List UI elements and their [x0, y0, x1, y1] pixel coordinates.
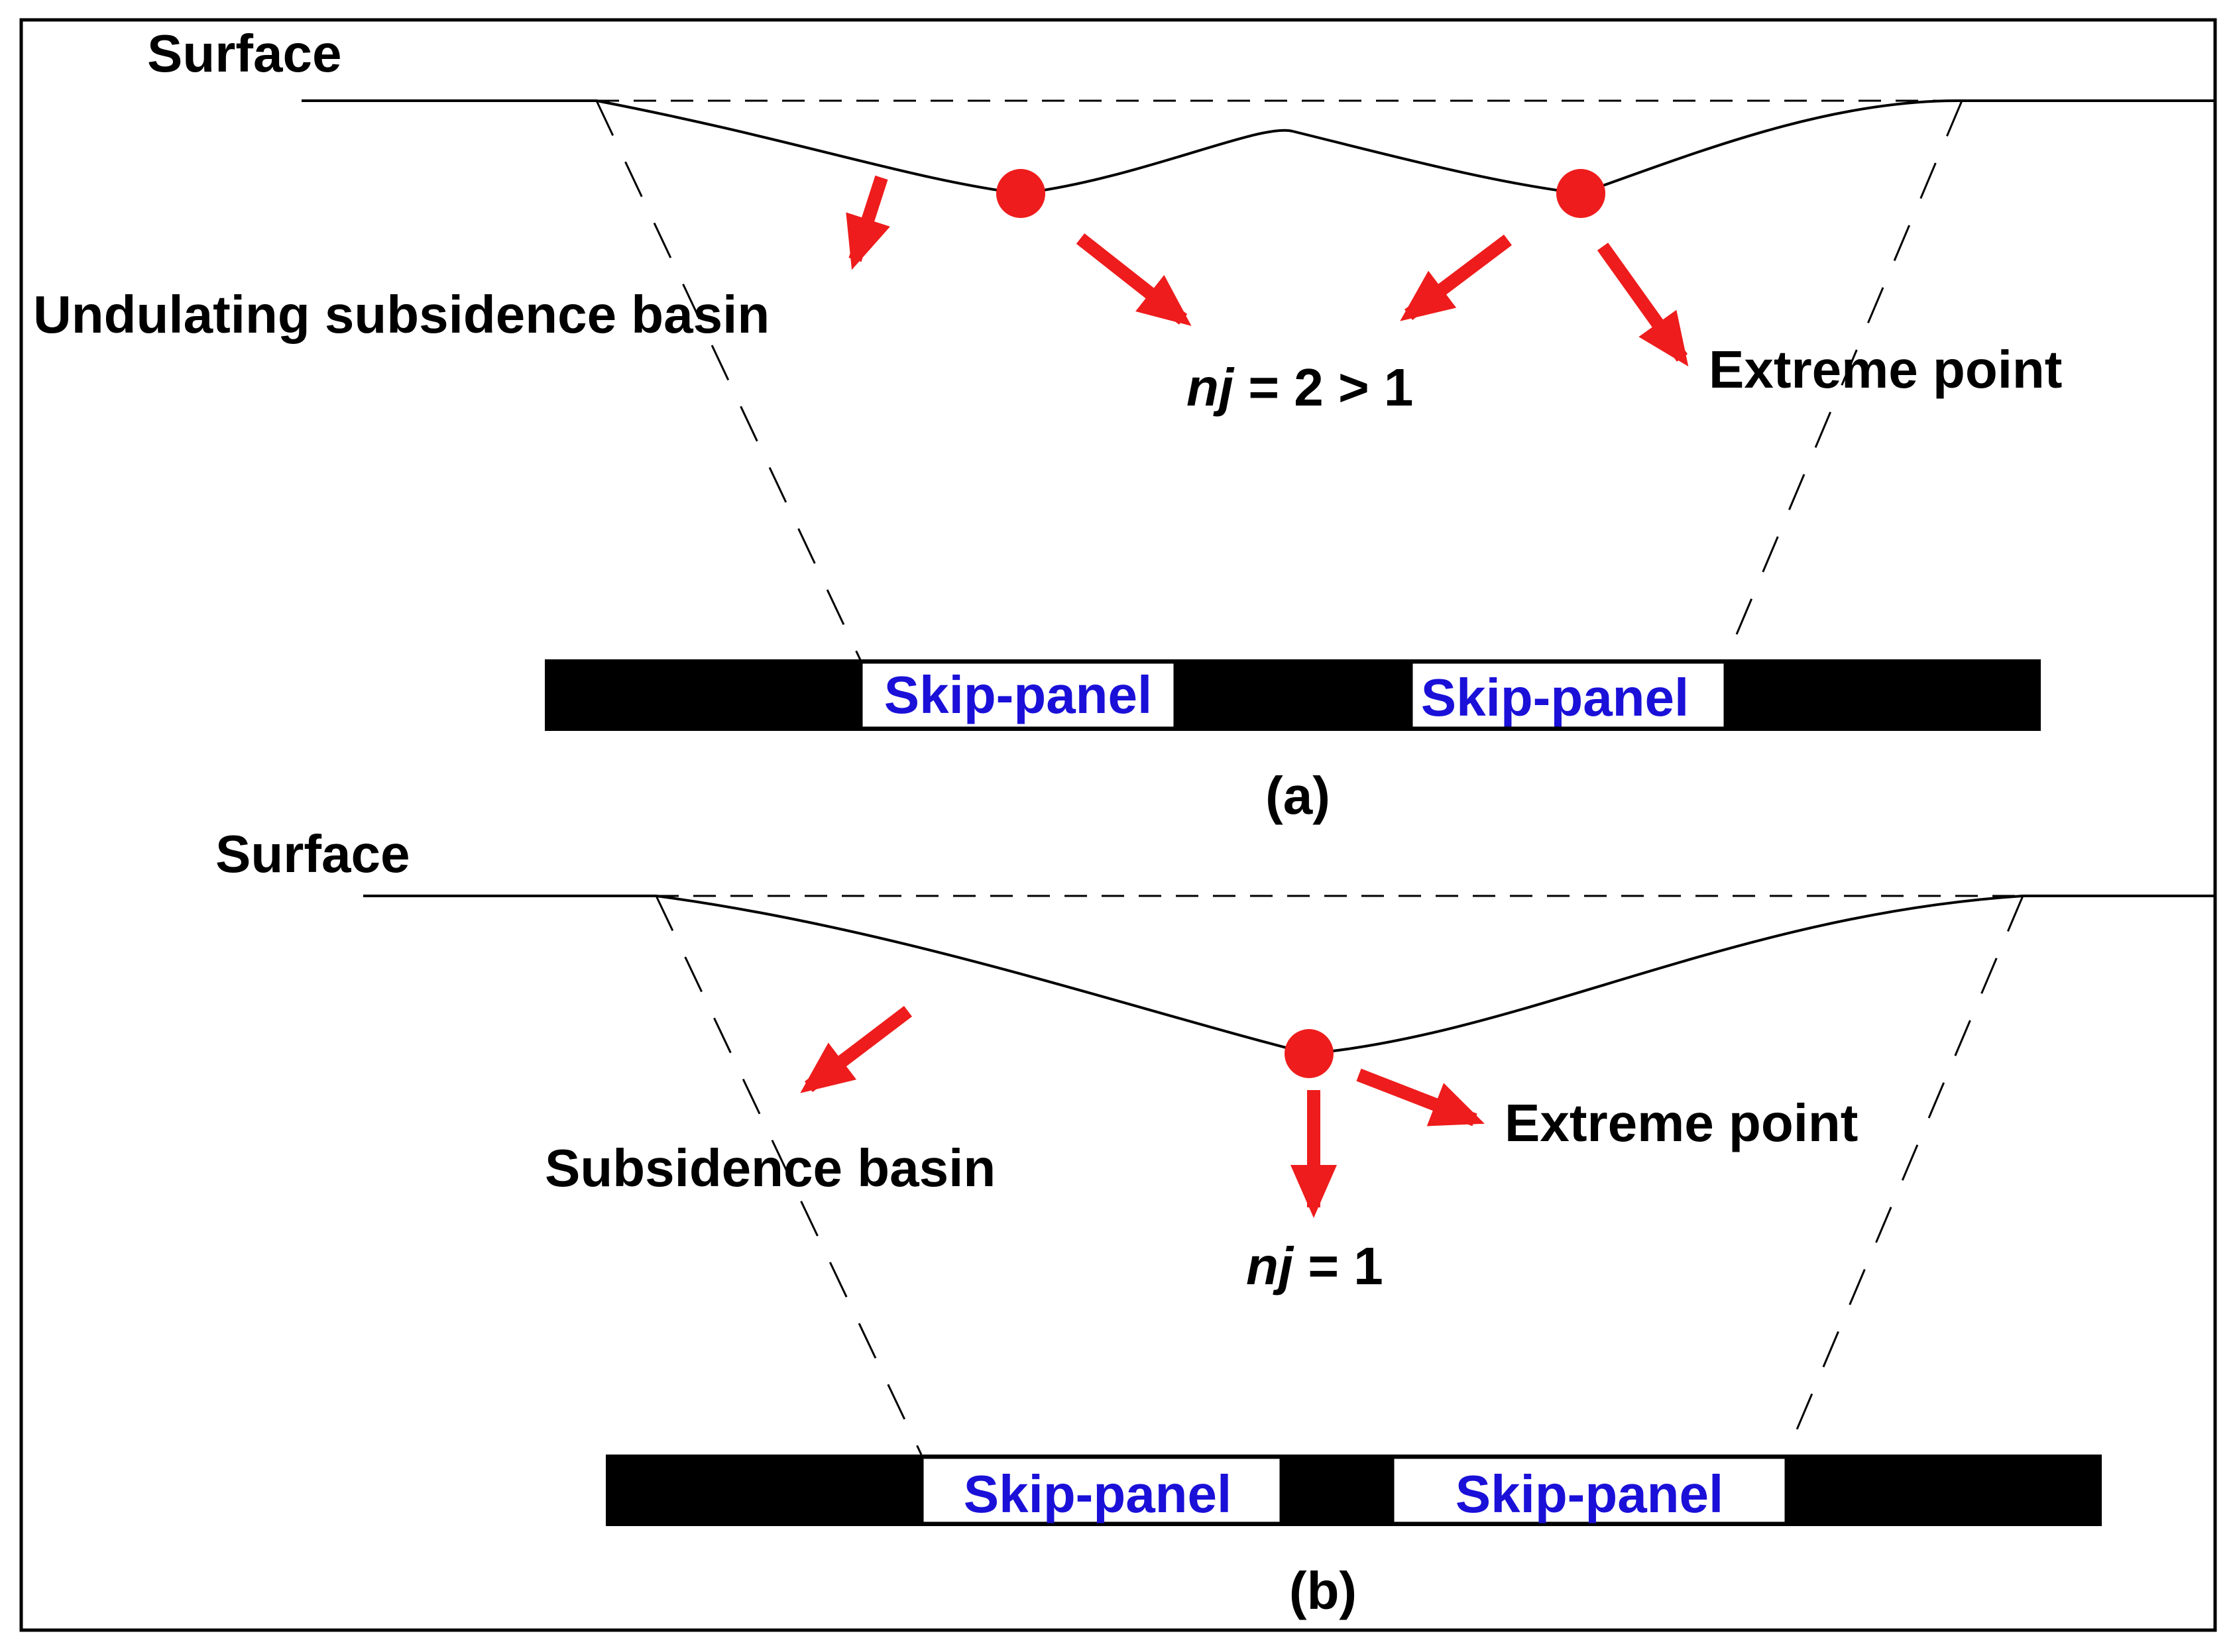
- arrow-to-nj-a: [1076, 233, 1192, 326]
- nj-expression: = 1: [1293, 1237, 1383, 1295]
- influence-boundary-left-a: [595, 100, 863, 663]
- caption-a: (a): [1265, 766, 1330, 825]
- mined-seam-a: [545, 659, 2041, 731]
- nj-label-a: nj = 2 > 1: [1186, 358, 1413, 417]
- subsidence-curve: [656, 895, 2024, 1056]
- extreme-point-marker: [1285, 1029, 1334, 1078]
- skip-panel-box: [1392, 1457, 1787, 1524]
- arrow-to-basin-a: [846, 175, 890, 270]
- influence-boundary-right-a: [1723, 100, 1963, 663]
- skip-panel-box: [1410, 661, 1726, 729]
- skip-panel-label: Skip-panel: [884, 665, 1153, 724]
- extreme-point-label-a: Extreme point: [1709, 340, 2062, 399]
- panel-a: Surface Undulating subsidence basin nj =…: [33, 24, 2215, 825]
- nj-label-b: nj = 1: [1246, 1237, 1383, 1295]
- nj-variable: nj: [1186, 358, 1235, 417]
- arrow-to-extreme-label-a: [1597, 243, 1689, 367]
- arrow-to-nj-a: [1400, 235, 1513, 321]
- surface-label-b: Surface: [215, 824, 410, 883]
- nj-expression: = 2 > 1: [1233, 358, 1413, 417]
- basin-label-a: Undulating subsidence basin: [33, 285, 770, 344]
- arrow-to-extreme-label-b: [1356, 1068, 1485, 1127]
- panel-b: Surface Subsidence basin Extreme point n…: [215, 824, 2215, 1620]
- undulating-subsidence-curve: [596, 99, 1963, 195]
- skip-panel-label: Skip-panel: [1421, 668, 1689, 727]
- skip-panel-label: Skip-panel: [1456, 1464, 1724, 1523]
- extreme-point-label-b: Extreme point: [1505, 1093, 1858, 1152]
- influence-boundary-right-b: [1785, 895, 2024, 1455]
- influence-boundary-left-b: [655, 895, 923, 1455]
- skip-panel-box: [921, 1457, 1282, 1524]
- figure-frame: [19, 18, 2217, 1632]
- basin-label-b: Subsidence basin: [545, 1138, 996, 1197]
- extreme-point-marker: [1556, 169, 1605, 218]
- nj-variable: nj: [1246, 1237, 1294, 1295]
- caption-b: (b): [1289, 1561, 1357, 1620]
- skip-panel-label: Skip-panel: [964, 1464, 1232, 1523]
- mined-seam-b: [606, 1455, 2102, 1526]
- arrow-to-basin-b: [800, 1006, 913, 1093]
- surface-label-a: Surface: [147, 24, 341, 83]
- extreme-point-marker: [996, 169, 1045, 218]
- skip-panel-box: [860, 661, 1176, 729]
